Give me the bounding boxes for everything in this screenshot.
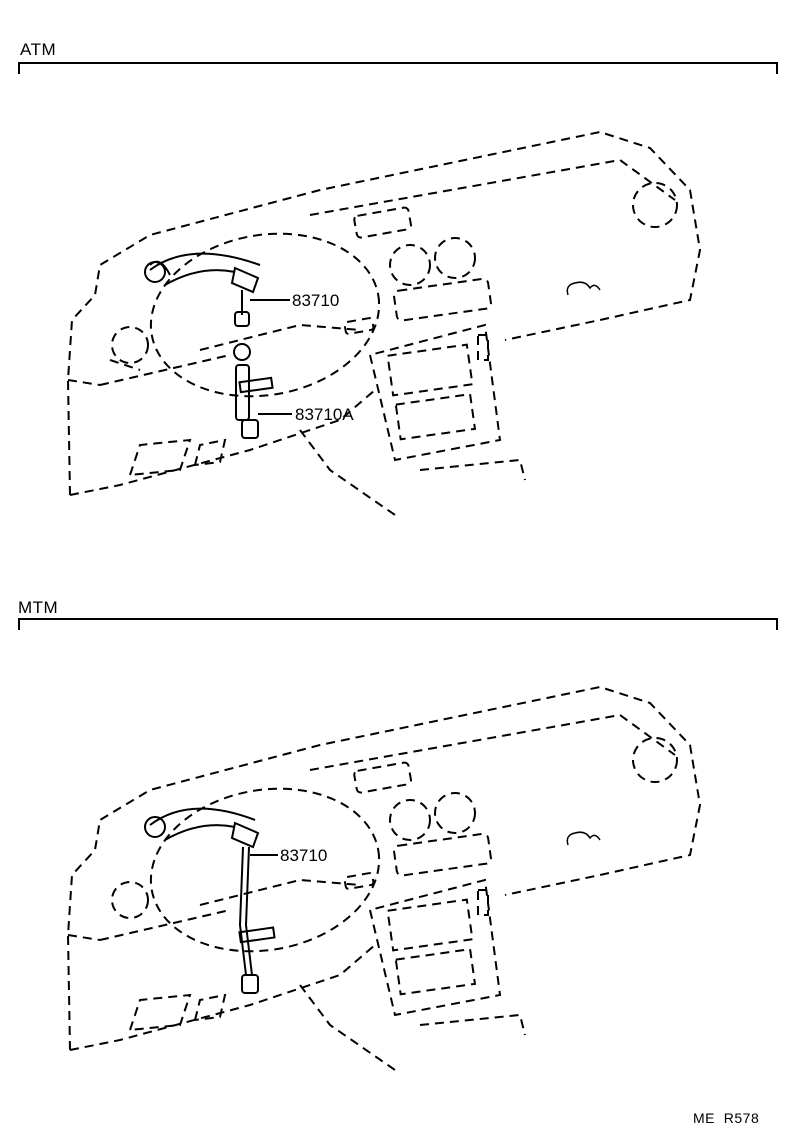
- section-bracket-atm: [18, 62, 778, 74]
- section-label-mtm: MTM: [18, 598, 59, 617]
- part-label-83710a-atm: 83710A: [295, 405, 354, 424]
- drawing-code: ME R578: [693, 1110, 760, 1126]
- part-label-83710-atm: 83710: [292, 291, 340, 310]
- section-label-atm: ATM: [20, 40, 57, 59]
- section-bracket-mtm: [18, 618, 778, 630]
- dashboard-diagram-atm: [66, 130, 702, 516]
- part-label-83710-mtm: 83710: [280, 846, 328, 865]
- dashboard-diagram-mtm: [66, 685, 702, 1071]
